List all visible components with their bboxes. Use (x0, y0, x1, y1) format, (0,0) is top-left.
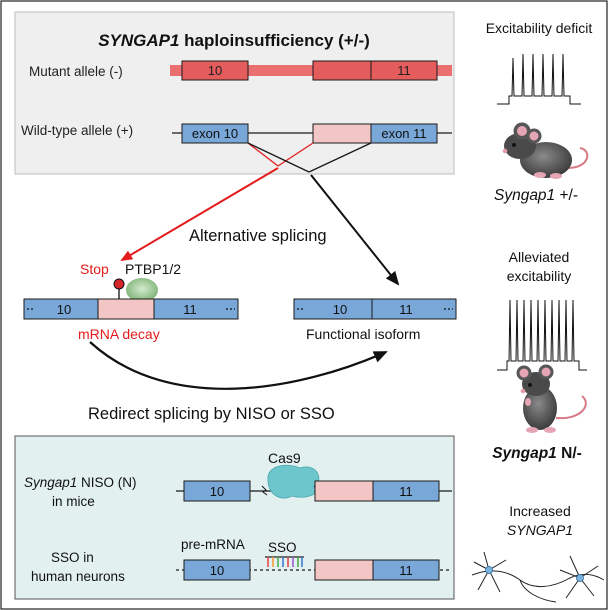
spike-trace-alleviated (497, 299, 587, 371)
redirect-splicing-label: Redirect splicing by NISO or SSO (88, 405, 335, 423)
sso-label-line1: SSO in (51, 550, 94, 565)
mouse2-genotype-label: Syngap1 N/- (492, 445, 582, 462)
splice-line-black-b (308, 142, 372, 173)
stop-label: Stop (80, 261, 109, 277)
mutant-red-line (170, 65, 452, 76)
mouse1-genotype-label: Syngap1 +/- (494, 187, 578, 204)
bottom-panel: Syngap1 NISO (N) in mice Cas9 10 11 SSO … (14, 435, 455, 600)
top-panel: SYNGAP1 haploinsufficiency (+/-) Mutant … (14, 11, 455, 175)
cas9-label: Cas9 (268, 450, 301, 466)
spike-trace-deficit (497, 53, 581, 105)
sso-label-line2: human neurons (31, 569, 125, 584)
decay-transcript: Stop PTBP1/2 10 11 mRNA decay (23, 261, 239, 342)
mrna-decay-label: mRNA decay (78, 326, 160, 342)
niso-exon-10-label: 10 (210, 484, 224, 499)
wildtype-allele-label: Wild-type allele (+) (21, 123, 133, 138)
functional-transcript: 10 11 Functional isoform (293, 298, 457, 342)
splice-line-red-a (247, 142, 279, 167)
func-exon-11 (371, 298, 457, 320)
premrna-label: pre-mRNA (181, 537, 245, 552)
cas9-protein-icon (267, 464, 320, 499)
mutant-exon-11 (370, 60, 438, 81)
sso-oligo-icon (265, 556, 304, 567)
mutant-exon-11-label: 11 (397, 63, 411, 78)
func-exon-10-label: 10 (333, 302, 347, 317)
sso-alt-exon (314, 559, 374, 581)
sso-exon-10 (183, 559, 251, 581)
mouse-heterozygous-icon (502, 122, 589, 179)
neurons-icon (471, 551, 605, 603)
top-panel-title: SYNGAP1 haploinsufficiency (+/-) (98, 31, 370, 50)
niso-exon-11 (372, 480, 440, 502)
sso-oligo-label: SSO (268, 540, 297, 555)
sso-exon-11 (372, 559, 440, 581)
splice-line-red-b (277, 142, 314, 167)
alleviated-label-2: excitability (507, 268, 572, 284)
niso-label-line2: in mice (52, 494, 95, 509)
cut-site-left-icon (261, 485, 268, 496)
func-exon-11-label: 11 (399, 302, 413, 317)
niso-alt-exon (314, 480, 374, 502)
alternative-splicing-label: Alternative splicing (189, 227, 327, 245)
wt-exon-10-label: exon 10 (192, 126, 238, 141)
functional-isoform-label: Functional isoform (306, 326, 420, 342)
increased-gene-label: SYNGAP1 (507, 522, 573, 538)
decay-alt-exon (97, 298, 155, 320)
niso-label-line1: Syngap1 NISO (N) (24, 475, 137, 490)
excitability-deficit-label: Excitability deficit (486, 20, 593, 36)
mouse-treated-icon (516, 364, 587, 433)
splice-line-black-a (247, 142, 310, 173)
wt-exon-11 (370, 123, 438, 144)
black-arrow-to-functional (310, 174, 400, 286)
stop-sign-icon (113, 278, 125, 290)
redirect-curved-arrow (89, 341, 388, 390)
neuron-soma-right-icon (576, 574, 584, 582)
neuron-soma-left-icon (485, 566, 493, 574)
wt-exon-10 (181, 123, 249, 144)
niso-exon-10 (183, 480, 251, 502)
wt-exon-11-label: exon 11 (381, 126, 426, 141)
red-arrow-to-decay (120, 167, 279, 262)
mutant-alt-exon (312, 60, 372, 81)
decay-exon-10-label: 10 (57, 302, 71, 317)
decay-exon-11-label: 11 (183, 302, 197, 317)
sso-exon-10-label: 10 (210, 563, 224, 578)
ptbp-label: PTBP1/2 (125, 261, 181, 277)
decay-exon-11 (153, 298, 239, 320)
niso-exon-11-label: 11 (399, 484, 413, 499)
mutant-exon-10-label: 10 (208, 63, 222, 78)
mutant-allele-label: Mutant allele (-) (29, 64, 123, 79)
sso-exon-11-label: 11 (399, 563, 413, 578)
alleviated-label-1: Alleviated (509, 249, 570, 265)
increased-label: Increased (509, 503, 570, 519)
ptbp-protein-icon (126, 278, 158, 302)
wt-alt-exon (312, 123, 372, 144)
top-panel-bg (14, 11, 455, 175)
mutant-exon-10 (181, 60, 249, 81)
